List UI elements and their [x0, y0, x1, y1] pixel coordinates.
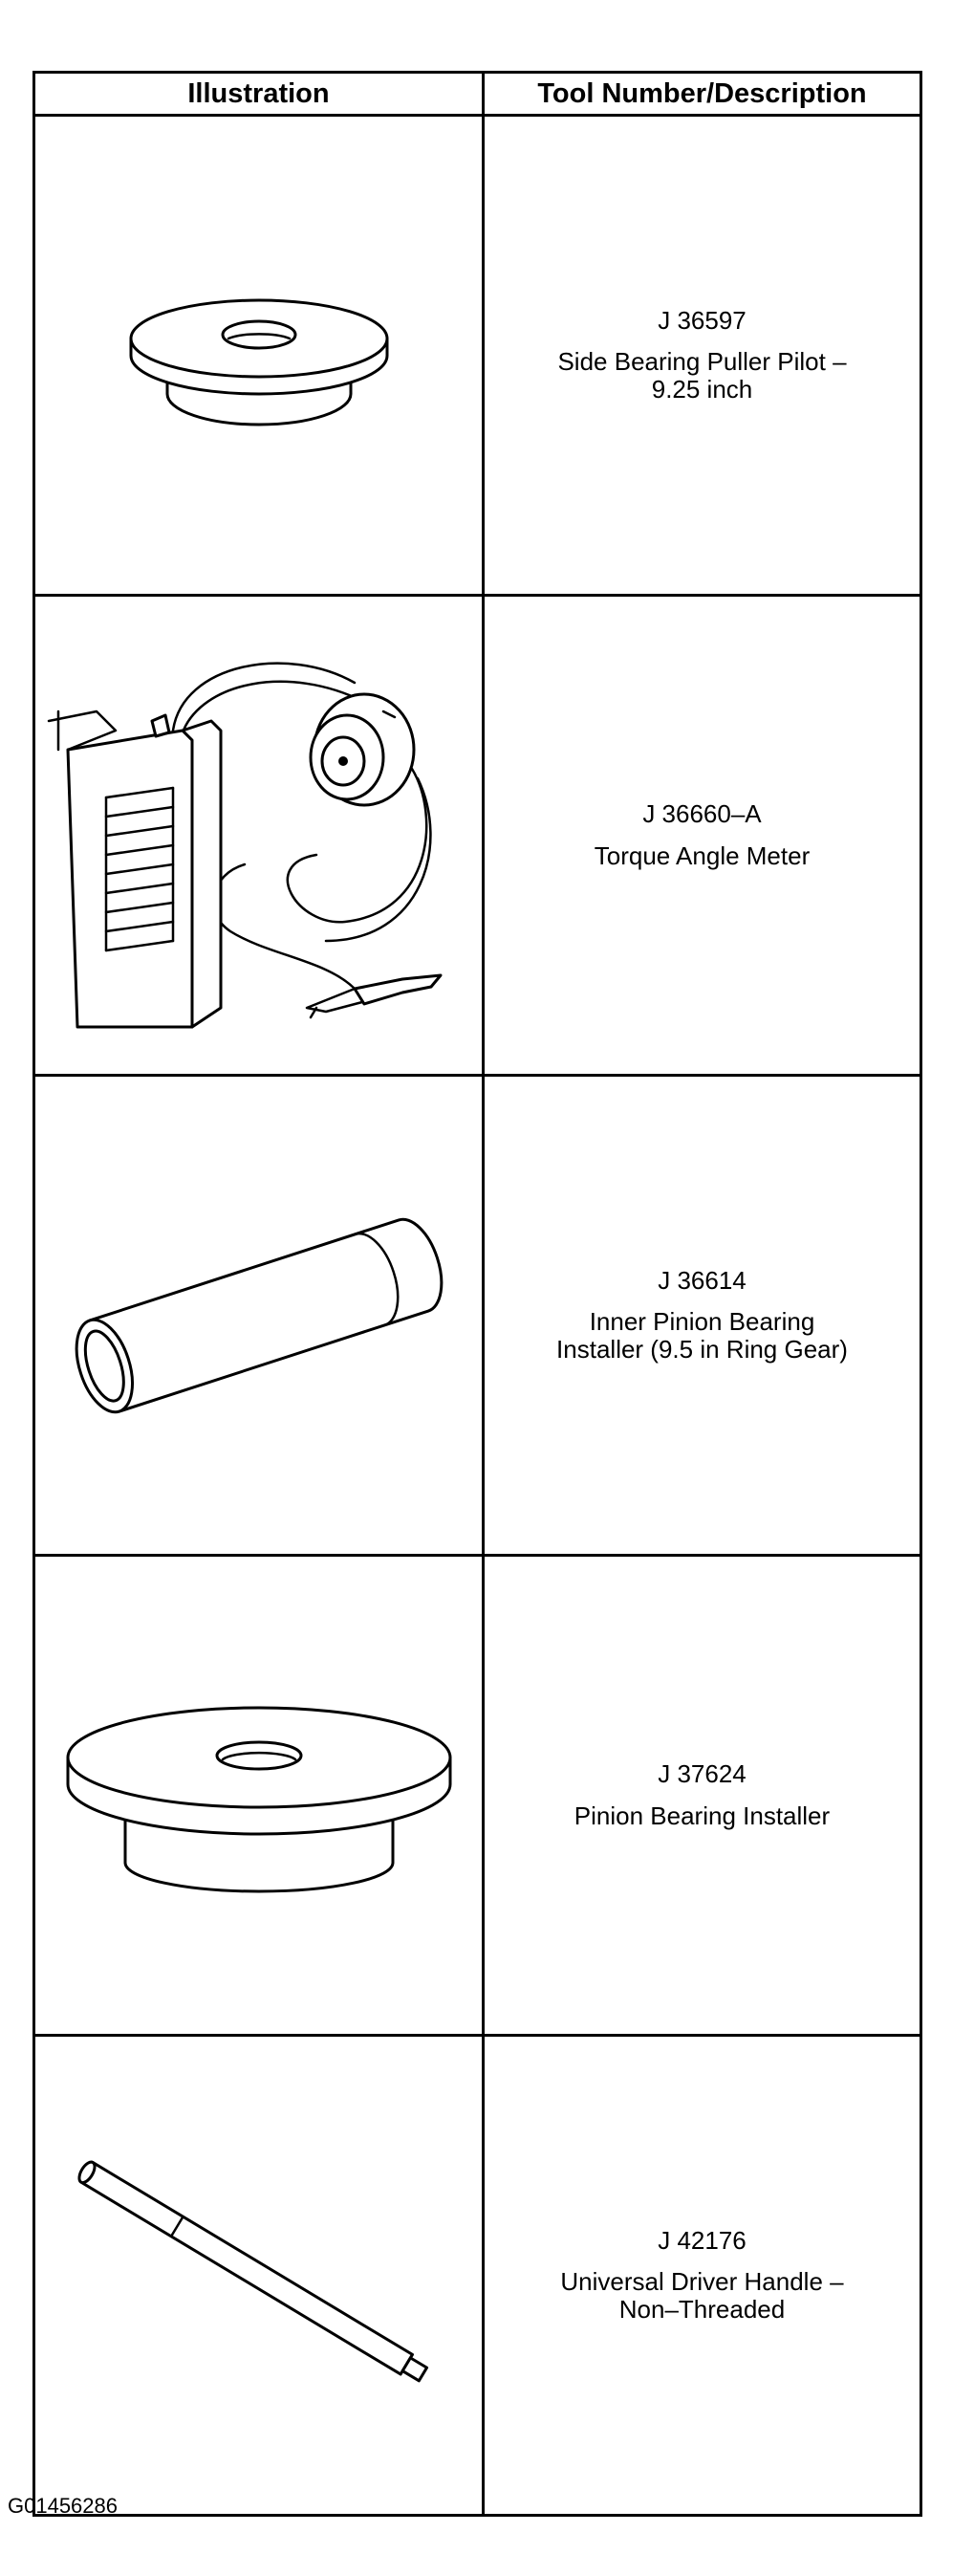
- tool-table: Illustration Tool Number/Description J 3…: [32, 71, 922, 2517]
- description-cell: J 42176 Universal Driver Handle – Non–Th…: [482, 2034, 922, 2517]
- description-cell: J 37624 Pinion Bearing Installer: [482, 1554, 922, 2037]
- tool-number: J 37624: [658, 1759, 747, 1789]
- illustration-cell: [32, 1074, 485, 1557]
- pinion-bearing-installer-tube-icon: [75, 1217, 443, 1413]
- figure-id: G01456286: [8, 2494, 118, 2518]
- illustration-cell: [32, 1554, 485, 2037]
- table-row: J 42176 Universal Driver Handle – Non–Th…: [32, 2034, 922, 2517]
- table-row: J 36597 Side Bearing Puller Pilot – 9.25…: [32, 114, 922, 597]
- tool-description-line: Pinion Bearing Installer: [574, 1801, 831, 1830]
- column-header-illustration: Illustration: [32, 71, 485, 117]
- tool-number: J 42176: [658, 2225, 747, 2255]
- tool-description-line: Installer (9.5 in Ring Gear): [556, 1335, 848, 1364]
- tool-number: J 36614: [658, 1265, 747, 1295]
- table-row: J 37624 Pinion Bearing Installer: [32, 1554, 922, 2037]
- tool-description-line: Torque Angle Meter: [594, 840, 811, 870]
- table-header-row: Illustration Tool Number/Description: [32, 71, 922, 117]
- tool-description-line: Side Bearing Puller Pilot –: [557, 346, 847, 376]
- description-cell: J 36597 Side Bearing Puller Pilot – 9.25…: [482, 114, 922, 597]
- tool-description-line: Non–Threaded: [618, 2295, 786, 2325]
- description-cell: J 36660–A Torque Angle Meter: [482, 594, 922, 1077]
- table-row: J 36614 Inner Pinion Bearing Installer (…: [32, 1074, 922, 1557]
- pinion-bearing-installer-icon: [66, 1706, 451, 1892]
- illustration-cell: [32, 114, 485, 597]
- tool-description-line: 9.25 inch: [651, 375, 753, 404]
- driver-handle-icon: [76, 2160, 428, 2382]
- column-header-tool-description: Tool Number/Description: [482, 71, 922, 117]
- tool-description-line: Universal Driver Handle –: [560, 2266, 844, 2296]
- illustration-cell: [32, 2034, 485, 2517]
- tool-description-line: Inner Pinion Bearing: [589, 1306, 815, 1336]
- description-cell: J 36614 Inner Pinion Bearing Installer (…: [482, 1074, 922, 1557]
- side-bearing-puller-pilot-icon: [129, 298, 388, 426]
- torque-angle-meter-icon: [47, 661, 442, 1028]
- tool-number: J 36660–A: [642, 799, 762, 829]
- table-row: J 36660–A Torque Angle Meter: [32, 594, 922, 1077]
- illustration-cell: [32, 594, 485, 1077]
- tool-number: J 36597: [658, 305, 747, 335]
